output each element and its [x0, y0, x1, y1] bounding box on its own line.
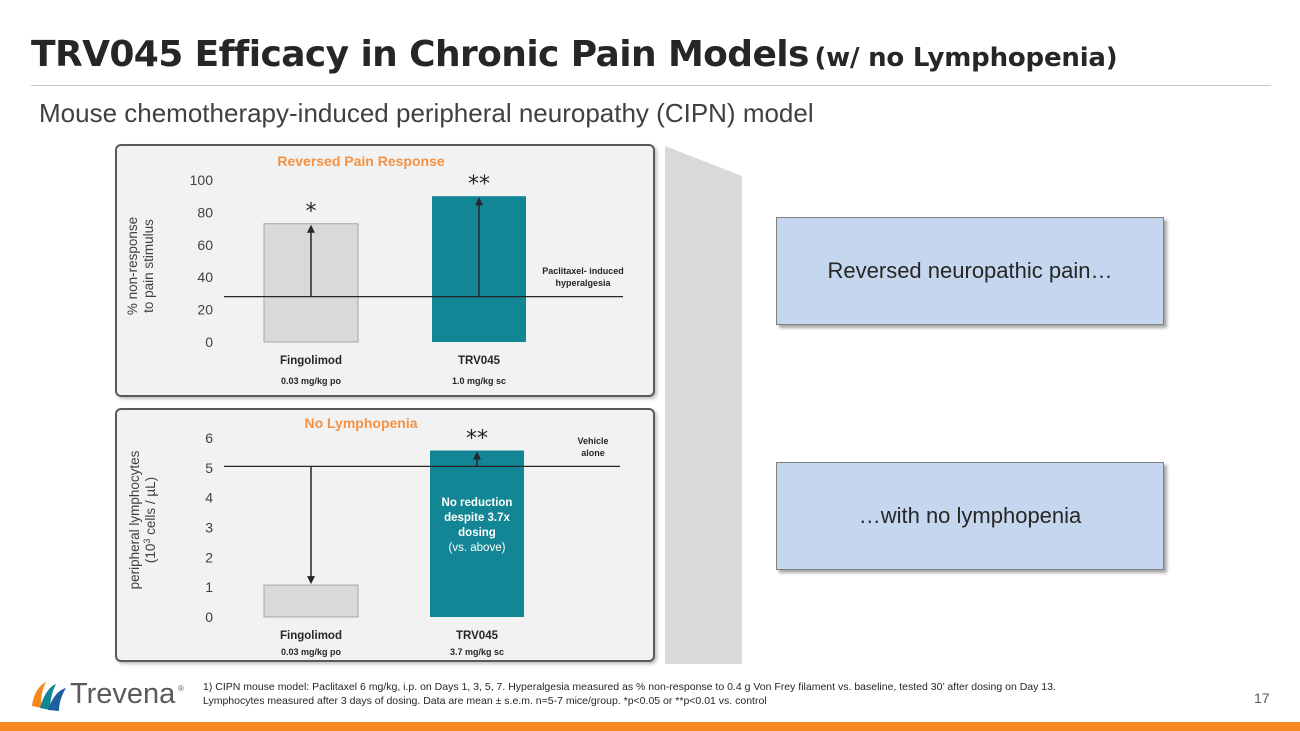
y-axis-label-line-1: peripheral lymphocytes — [127, 450, 142, 589]
trevena-wordmark: Trevena — [70, 678, 176, 710]
change-arrow-head — [475, 197, 483, 206]
bar-trv045 — [430, 450, 524, 617]
footnote: 1) CIPN mouse model: Paclitaxel 6 mg/kg,… — [203, 680, 1213, 708]
change-arrow-head — [307, 224, 315, 233]
bar-annotation-line: despite 3.7x — [444, 512, 510, 524]
bar-annotation-line: dosing — [458, 527, 496, 539]
registered-mark: ® — [178, 684, 184, 693]
y-tick-label: 0 — [205, 334, 213, 350]
slide-subtitle: Mouse chemotherapy-induced peripheral ne… — [39, 98, 814, 128]
bar-fingolimod — [263, 584, 359, 618]
x-category-label: TRV045 — [458, 355, 501, 367]
baseline-label-line-1: Paclitaxel- induced — [542, 266, 624, 276]
baseline-label-line-1: Vehicle — [577, 436, 608, 446]
footnote-line-1: 1) CIPN mouse model: Paclitaxel 6 mg/kg,… — [203, 681, 1056, 693]
change-arrow-head — [307, 576, 315, 585]
pain-response-chart: Reversed Pain Response 0 20 40 60 80 100 % non-… — [125, 153, 624, 386]
footnote-line-2: Lymphocytes measured after 3 days of dos… — [203, 695, 767, 707]
y-tick-label: 6 — [205, 430, 213, 446]
baseline-label-line-2: alone — [581, 448, 605, 458]
bottom-accent-bar — [0, 722, 1300, 731]
chart-title: Reversed Pain Response — [277, 153, 445, 169]
significance-marker: * — [306, 200, 317, 225]
significance-marker: ** — [468, 172, 490, 197]
x-dose-label: 0.03 mg/kg po — [281, 647, 342, 657]
title-main: TRV045 Efficacy in Chronic Pain Models — [31, 34, 809, 75]
bar-annotation-line: (vs. above) — [449, 542, 506, 554]
x-dose-label: 3.7 mg/kg sc — [450, 647, 504, 657]
x-dose-label: 0.03 mg/kg po — [281, 376, 342, 386]
x-category-label: Fingolimod — [280, 355, 342, 367]
callout-reversed-pain: Reversed neuropathic pain… — [776, 217, 1164, 325]
chart-panel-lymphocytes: No Lymphopenia 0 1 2 3 4 5 6 peripheral lymphocy… — [115, 408, 655, 662]
y-axis-label-line-1: % non-response — [125, 217, 140, 315]
baseline-label-line-2: hyperalgesia — [555, 278, 611, 288]
title-sub: (w/ no Lymphopenia) — [814, 43, 1118, 73]
y-tick-label: 2 — [205, 549, 213, 565]
y-tick-label: 5 — [205, 460, 213, 476]
chart-panel-pain: Reversed Pain Response 0 20 40 60 80 100 % non-… — [115, 144, 655, 397]
y-tick-label: 4 — [205, 490, 213, 506]
y-tick-label: 20 — [197, 302, 213, 318]
page-number: 17 — [1254, 690, 1270, 706]
y-axis-label: peripheral lymphocytes(103 cells / µL) — [127, 450, 158, 589]
y-tick-label: 80 — [197, 204, 213, 220]
chart-title: No Lymphopenia — [304, 415, 417, 431]
y-axis-label-line-2: to pain stimulus — [141, 219, 156, 313]
x-category-label: Fingolimod — [280, 630, 342, 642]
y-axis-label-line-2: (103 cells / µL) — [142, 477, 158, 563]
y-tick-label: 0 — [205, 609, 213, 625]
significance-marker: ** — [466, 427, 488, 452]
lymphocyte-chart: No Lymphopenia 0 1 2 3 4 5 6 peripheral lymphocy… — [127, 415, 620, 657]
x-category-label: TRV045 — [456, 630, 499, 642]
y-tick-label: 1 — [205, 579, 213, 595]
callout-no-lymphopenia: …with no lymphopenia — [776, 462, 1164, 570]
y-tick-label: 100 — [190, 172, 214, 188]
y-tick-label: 60 — [197, 237, 213, 253]
slide-title: TRV045 Efficacy in Chronic Pain Models (… — [31, 34, 1118, 75]
bar-annotation-line: No reduction — [442, 497, 513, 509]
trevena-logo-icon — [32, 682, 66, 711]
y-tick-label: 40 — [197, 269, 213, 285]
title-divider — [31, 85, 1271, 86]
y-tick-label: 3 — [205, 520, 213, 536]
change-arrow-head — [473, 451, 481, 460]
x-dose-label: 1.0 mg/kg sc — [452, 376, 506, 386]
